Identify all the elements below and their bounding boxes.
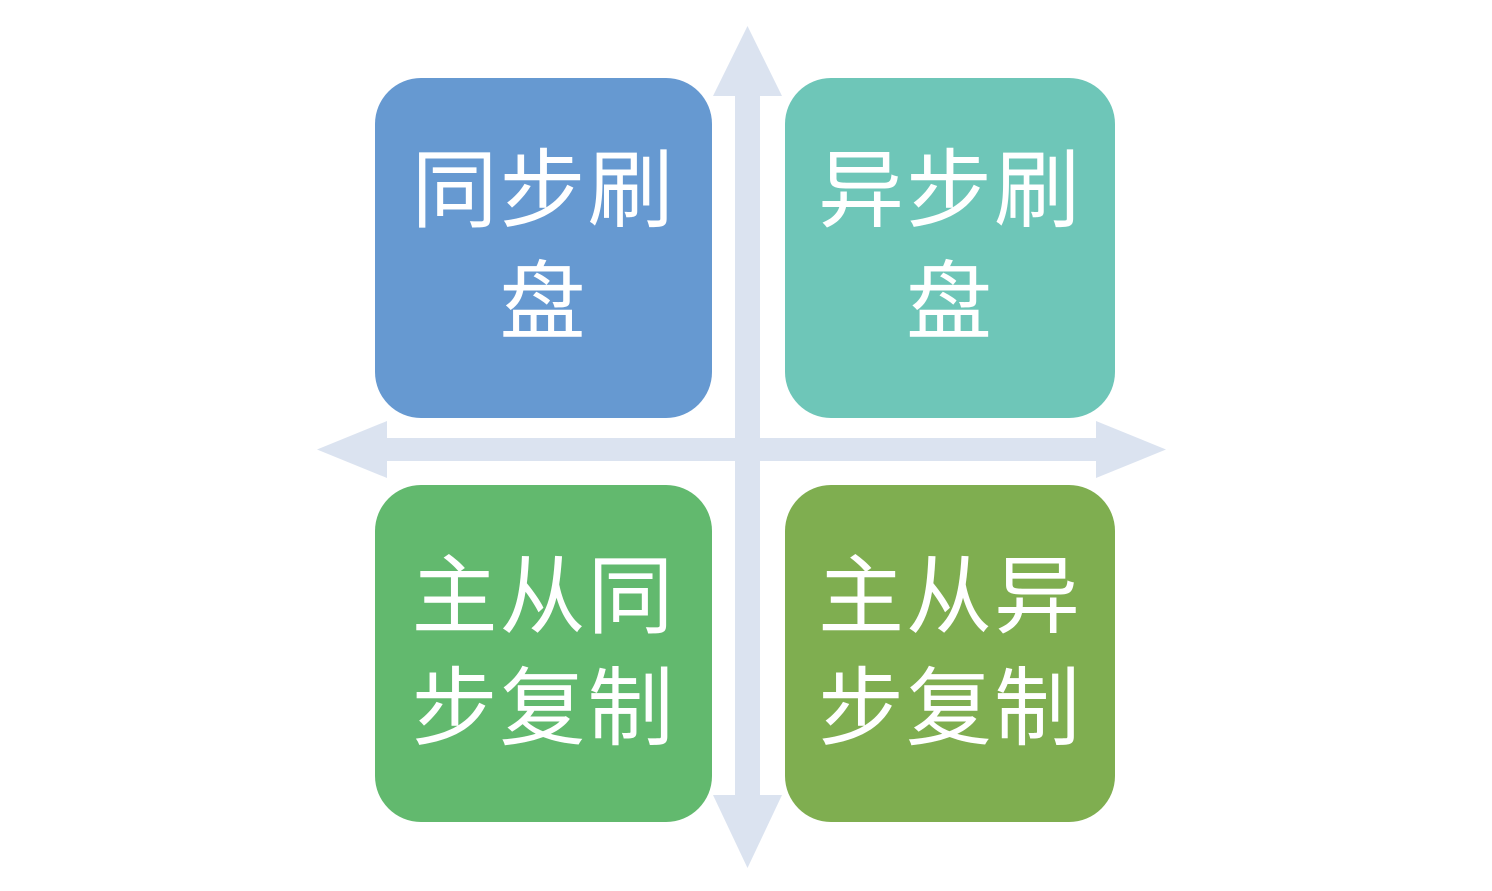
quadrant-top-right[interactable]: 异步刷盘 (785, 78, 1115, 418)
quadrant-bottom-right-label: 主从异步复制 (818, 546, 1082, 759)
horizontal-axis-arrow (317, 421, 1166, 478)
vertical-axis-arrow (713, 26, 782, 868)
quadrant-top-left-label: 同步刷盘 (411, 141, 676, 353)
quadrant-bottom-right[interactable]: 主从异步复制 (785, 485, 1115, 822)
quadrant-top-right-label: 异步刷盘 (818, 141, 1082, 353)
quadrant-bottom-left[interactable]: 主从同步复制 (375, 485, 712, 822)
quadrant-top-left[interactable]: 同步刷盘 (375, 78, 712, 418)
quadrant-bottom-left-label: 主从同步复制 (411, 546, 676, 759)
